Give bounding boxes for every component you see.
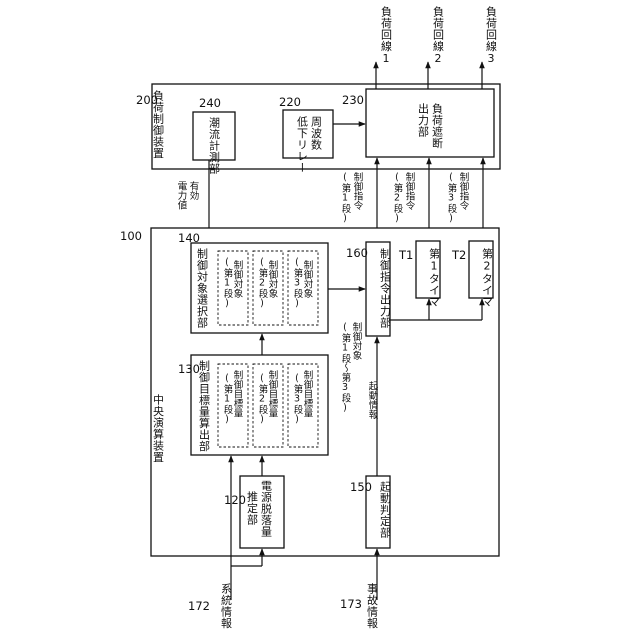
amount-stage2-label-2: (第2段)	[257, 373, 269, 425]
load-line-2-label: 負荷回線2	[432, 6, 445, 66]
label-140: 140	[178, 231, 200, 245]
target-stage2-label-2: (第2段)	[257, 257, 269, 309]
label-173: 173	[340, 597, 362, 611]
cmd1-label-2: (第1段)	[340, 172, 352, 224]
cmd2-label-2: (第2段)	[392, 172, 404, 224]
label-230: 230	[342, 93, 364, 107]
amount-stage3-label-2: (第3段)	[292, 373, 304, 425]
label-120: 120	[224, 493, 246, 507]
cmd2-label-1: 制御指令	[404, 171, 416, 211]
amount-stage1-label-2: (第1段)	[222, 373, 234, 425]
target-stage1-label-2: (第1段)	[222, 257, 234, 309]
cmd1-label-1: 制御指令	[352, 171, 364, 211]
start-judge-label: 起動判定部	[379, 481, 392, 539]
system-info-label: 系統情報	[220, 583, 233, 630]
label-100: 100	[120, 229, 142, 243]
label-220: 220	[279, 95, 301, 109]
target-stage1-label-1: 制御対象	[232, 259, 244, 298]
label-150: 150	[350, 480, 372, 494]
active-power-label-2: 電力値	[176, 181, 188, 210]
freq-relay-label-1: 周波数	[310, 116, 323, 151]
amount-stage2-label-1: 制御目標量	[267, 369, 279, 417]
cmd-output-label: 制御指令出力部	[379, 248, 392, 329]
load-control-device-label: 負荷制御装置	[152, 90, 165, 159]
timer2-label: 第2タイマ	[481, 247, 494, 308]
amount-stage1-label-1: 制御目標量	[232, 369, 244, 417]
target-stage2-label-1: 制御対象	[267, 259, 279, 298]
amount-stage3-label-1: 制御目標量	[302, 369, 314, 417]
target-range-label-2: (第1段〜第3段)	[340, 322, 352, 414]
load-line-3-label: 負荷回線3	[485, 6, 498, 66]
target-stage3-label-2: (第3段)	[292, 257, 304, 309]
loss-est-label-2: 推定部	[246, 490, 259, 526]
label-160: 160	[346, 246, 368, 260]
target-range-label-1: 制御対象	[351, 321, 363, 360]
start-info-label: 起動情報	[367, 381, 379, 420]
timer1-label: 第1タイマ	[428, 247, 441, 308]
freq-relay-label-2: 低下リレー	[296, 116, 309, 174]
cmd3-label-1: 制御指令	[458, 171, 470, 211]
target-select-label: 制御対象選択部	[196, 248, 209, 329]
load-line-1-label: 負荷回線1	[380, 6, 393, 66]
load-cut-label-2: 出力部	[417, 102, 430, 138]
cmd3-label-2: (第3段)	[446, 172, 458, 224]
label-T1: T1	[398, 248, 413, 262]
label-T2: T2	[451, 248, 466, 262]
fault-info-label: 事故情報	[366, 583, 379, 630]
loss-est-label-1: 電源脱落量	[260, 480, 273, 538]
target-stage3-label-1: 制御対象	[302, 259, 314, 298]
label-240: 240	[199, 96, 221, 110]
active-power-label-1: 有効	[188, 180, 200, 201]
central-unit-label: 中央演算装置	[152, 394, 165, 463]
load-cut-label-1: 負荷遮断	[431, 103, 444, 150]
label-172: 172	[188, 599, 210, 613]
target-calc-label: 制御目標量算出部	[198, 360, 211, 452]
